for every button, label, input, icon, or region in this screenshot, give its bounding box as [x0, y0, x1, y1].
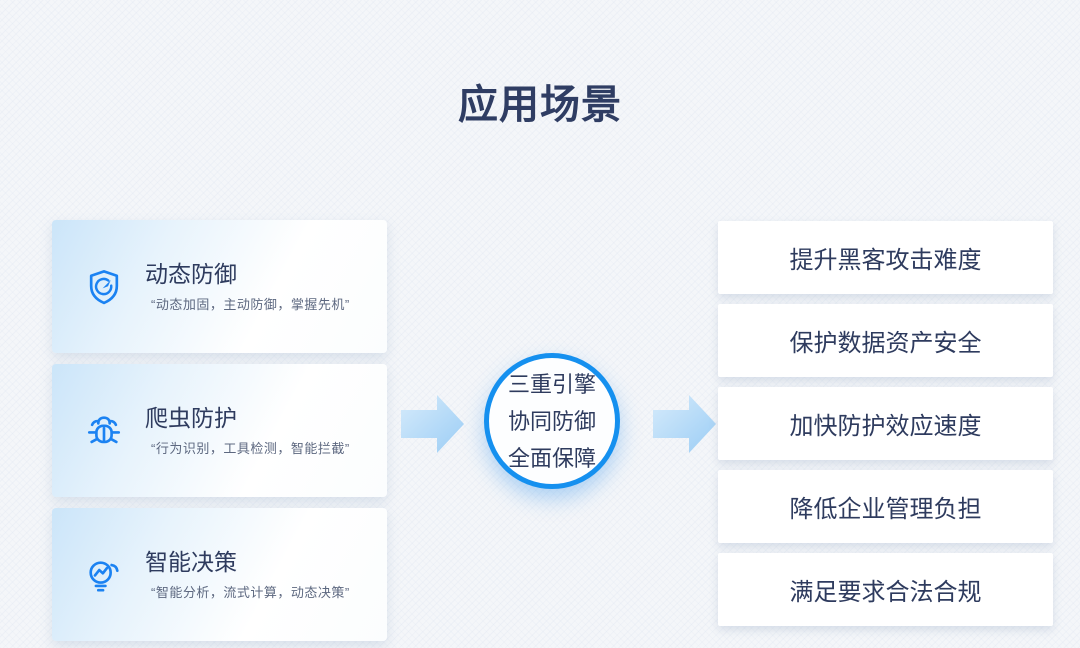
benefit-box: 加快防护效应速度 — [718, 387, 1053, 460]
card-text: 动态防御 “动态加固，主动防御，掌握先机” — [145, 260, 350, 313]
shield-refresh-icon — [85, 268, 123, 306]
card-subtitle: “智能分析，流式计算，动态决策” — [151, 585, 350, 600]
benefit-box: 满足要求合法合规 — [718, 553, 1053, 626]
core-line: 三重引擎 — [507, 371, 596, 397]
benefit-box: 降低企业管理负担 — [718, 470, 1053, 543]
flow-arrow-right-icon — [653, 394, 717, 454]
benefit-box: 提升黑客攻击难度 — [718, 221, 1053, 294]
card-subtitle: “行为识别，工具检测，智能拦截” — [151, 441, 350, 456]
core-line: 协同防御 — [507, 408, 596, 434]
bulb-chart-icon — [85, 556, 123, 594]
core-line: 全面保障 — [507, 445, 596, 471]
scenario-card-smart-decision: 智能决策 “智能分析，流式计算，动态决策” — [52, 508, 387, 641]
card-title: 智能决策 — [145, 549, 237, 575]
card-title: 动态防御 — [145, 261, 237, 287]
core-engine-circle: 三重引擎 协同防御 全面保障 — [484, 353, 620, 489]
page-title: 应用场景 — [458, 83, 622, 127]
scenario-card-dynamic-defense: 动态防御 “动态加固，主动防御，掌握先机” — [52, 220, 387, 353]
flow-arrow-left-icon — [401, 394, 465, 454]
scenario-card-crawler-protection: 爬虫防护 “行为识别，工具检测，智能拦截” — [52, 364, 387, 497]
bug-icon — [85, 412, 123, 450]
benefit-box: 保护数据资产安全 — [718, 304, 1053, 377]
card-text: 智能决策 “智能分析，流式计算，动态决策” — [145, 548, 350, 601]
card-title: 爬虫防护 — [145, 405, 237, 431]
card-subtitle: “动态加固，主动防御，掌握先机” — [151, 297, 350, 312]
card-text: 爬虫防护 “行为识别，工具检测，智能拦截” — [145, 404, 350, 457]
